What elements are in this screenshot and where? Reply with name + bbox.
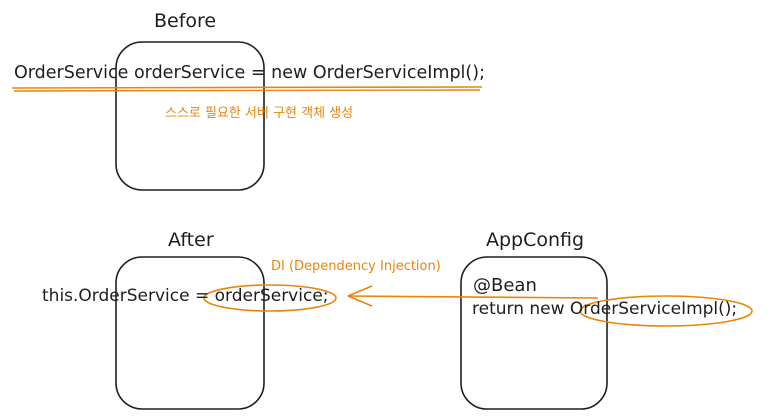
di-label: DI (Dependency Injection) xyxy=(271,259,441,274)
di-arrow xyxy=(347,285,599,307)
after-box xyxy=(115,256,265,410)
after-code: this.OrderService = orderService; xyxy=(42,286,329,306)
appconfig-box xyxy=(460,256,608,410)
before-title: Before xyxy=(154,10,217,32)
appconfig-title: AppConfig xyxy=(486,229,585,251)
before-underline xyxy=(11,86,483,92)
appconfig-annotation: @Bean xyxy=(473,275,537,296)
before-note: 스스로 필요한 서버 구현 객체 생성 xyxy=(165,106,354,121)
orderserviceimpl-highlight xyxy=(579,295,753,327)
orderservice-highlight xyxy=(203,284,337,312)
appconfig-code: return new OrderServiceImpl(); xyxy=(472,299,738,319)
before-code: OrderService orderService = new OrderSer… xyxy=(14,63,485,83)
after-title: After xyxy=(168,229,214,251)
before-box xyxy=(115,41,265,191)
